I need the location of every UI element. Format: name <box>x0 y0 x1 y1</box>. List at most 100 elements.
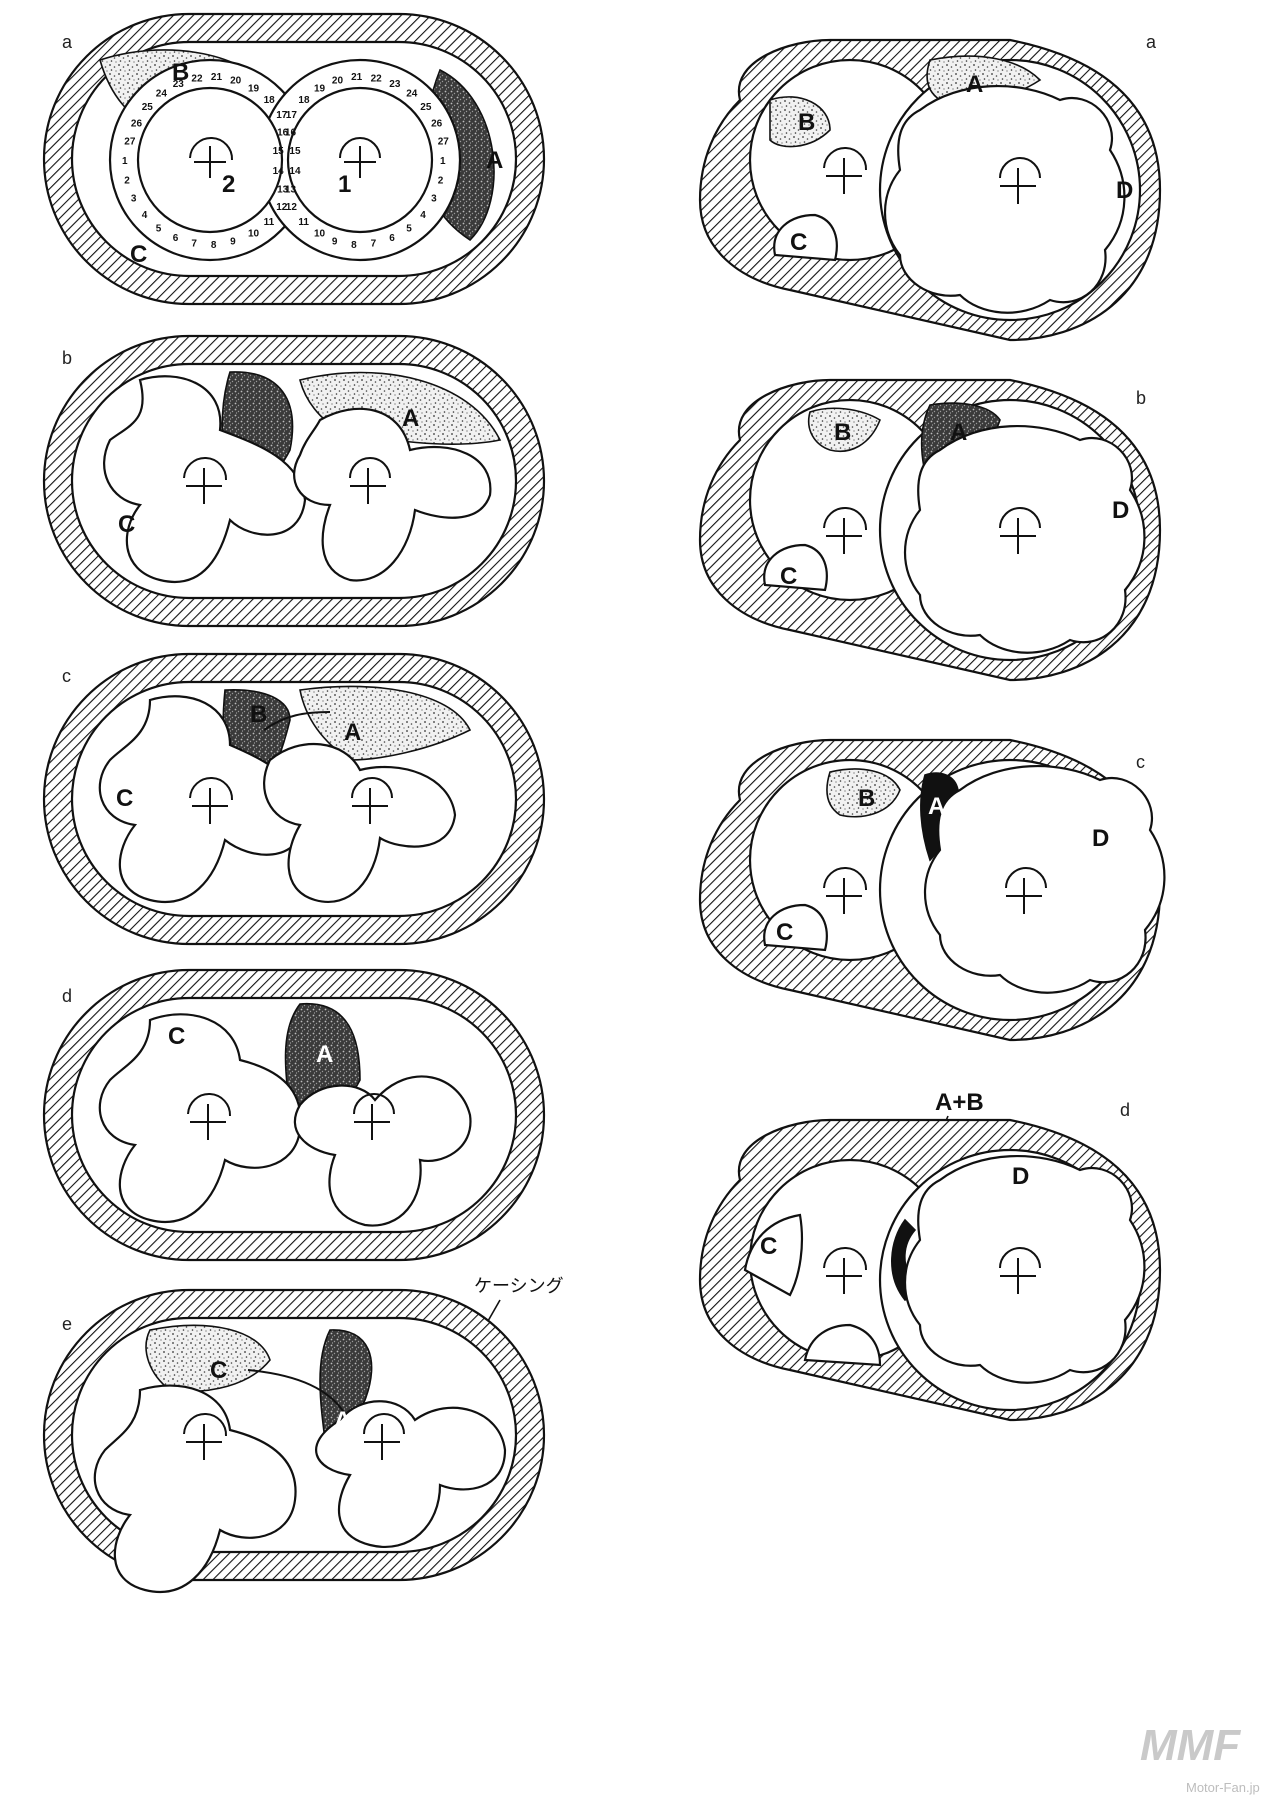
timing-tick-label: 7 <box>191 239 197 250</box>
small-rotor-axis <box>826 1258 862 1294</box>
timing-tick-label: 2 <box>124 175 130 186</box>
timing-tick-label: 26 <box>431 118 443 129</box>
zone-label-b: B <box>858 785 875 812</box>
zone-label-c: C <box>776 919 793 946</box>
zone-label-d: D <box>1092 825 1109 852</box>
timing-tick-label: 16 <box>285 127 297 138</box>
zone-label-a: A <box>966 71 983 98</box>
large-rotor-axis <box>1000 168 1036 204</box>
zone-label-c: C <box>780 563 797 590</box>
panel-label: a <box>1146 32 1157 52</box>
panel-label: e <box>62 1314 72 1334</box>
left-panel-b: b B A C <box>42 334 546 628</box>
rotor-axis <box>354 1104 390 1140</box>
zone-c <box>773 213 838 262</box>
large-rotor-axis <box>1006 878 1042 914</box>
rotation-arrow <box>349 457 391 479</box>
rotation-arrow <box>823 867 868 891</box>
zone-label-b: B <box>240 455 257 482</box>
right-panel-a: a B A C D <box>698 32 1162 342</box>
panel-label: c <box>1136 752 1145 772</box>
rotation-arrow <box>363 1413 405 1435</box>
zone-label-c: C <box>116 785 133 812</box>
timing-tick-label: 12 <box>286 202 298 213</box>
rotation-arrow <box>189 137 234 161</box>
timing-tick-label: 26 <box>131 118 143 129</box>
timing-tick-label: 2 <box>438 175 444 186</box>
rotor-axis <box>186 1424 222 1460</box>
zone-label-d: D <box>1012 1163 1029 1190</box>
rotation-arrow <box>183 1413 228 1437</box>
timing-tick-label: 12 <box>276 202 288 213</box>
timing-tick-label: 8 <box>211 240 217 251</box>
rotor-axis <box>192 788 228 824</box>
watermark-logo: MMF <box>1140 1721 1241 1770</box>
zone-label-c: C <box>168 1023 185 1050</box>
rotor-1-axis <box>344 146 376 178</box>
right-panel-c: c B A C D <box>698 738 1166 1042</box>
rotor-left <box>98 695 307 903</box>
panel-label: d <box>62 986 72 1006</box>
timing-tick-label: 3 <box>131 194 137 205</box>
timing-tick-label: 20 <box>332 76 344 87</box>
rotation-arrow <box>823 507 868 531</box>
small-rotor-axis <box>826 158 862 194</box>
zone-c <box>743 1213 804 1297</box>
small-rotor-lobe <box>803 1323 882 1367</box>
zone-label-a: A <box>486 147 503 174</box>
timing-tick-label: 21 <box>351 72 363 83</box>
zone-label-d: D <box>1116 177 1133 204</box>
timing-tick-label: 10 <box>314 229 326 240</box>
rotor-right <box>293 1075 472 1227</box>
timing-tick-label: 5 <box>156 223 162 234</box>
zone-c <box>763 543 828 592</box>
large-rotor <box>903 424 1146 654</box>
timing-tick-label: 4 <box>142 210 148 221</box>
zone-label-c: C <box>118 511 135 538</box>
timing-tick-label: 27 <box>124 137 136 148</box>
timing-tick-label: 19 <box>248 83 260 94</box>
rotation-arrow <box>1005 867 1047 889</box>
rotation-arrow <box>187 1093 232 1117</box>
rotation-arrow <box>353 1093 395 1115</box>
panel-label: b <box>62 348 72 368</box>
zone-label-a: A <box>402 405 419 432</box>
rotor-right <box>315 1400 507 1548</box>
zone-label-b: B <box>250 701 267 728</box>
rotor-2-axis <box>194 146 226 178</box>
timing-tick-label: 4 <box>420 210 426 221</box>
zone-c <box>763 903 828 952</box>
rotation-arrow <box>999 507 1041 529</box>
rotation-arrow <box>189 777 234 801</box>
left-panel-c: c B A C <box>42 652 546 946</box>
right-panel-b: b B A C D <box>698 378 1162 682</box>
timing-tick-label: 17 <box>276 110 288 121</box>
timing-tick-label: 16 <box>277 127 289 138</box>
zone-c <box>145 1324 271 1393</box>
zone-a <box>299 685 472 761</box>
zone-label-c: C <box>760 1233 777 1260</box>
timing-tick-label: 10 <box>248 229 260 240</box>
rotor-right <box>293 407 492 582</box>
timing-tick-label: 13 <box>285 185 297 196</box>
rotor-axis <box>350 468 386 504</box>
timing-tick-label: 11 <box>264 217 275 228</box>
timing-tick-label: 18 <box>264 95 276 106</box>
panel-label: c <box>62 666 71 686</box>
timing-tick-label: 22 <box>371 73 383 84</box>
zone-label-c: C <box>130 241 147 268</box>
large-rotor <box>903 1154 1146 1384</box>
rotation-arrow <box>183 457 228 481</box>
panel-label: d <box>1120 1100 1130 1120</box>
timing-tick-label: 14 <box>289 166 301 177</box>
callout-a-plus-b: A+B <box>935 1089 984 1116</box>
timing-tick-label: 9 <box>230 237 236 248</box>
zone-label-a: A <box>316 1041 333 1068</box>
watermark-site: Motor-Fan.jp <box>1186 1780 1260 1795</box>
timing-tick-label: 23 <box>389 79 401 90</box>
timing-tick-label: 27 <box>438 137 450 148</box>
zone-label-a: A <box>344 719 361 746</box>
